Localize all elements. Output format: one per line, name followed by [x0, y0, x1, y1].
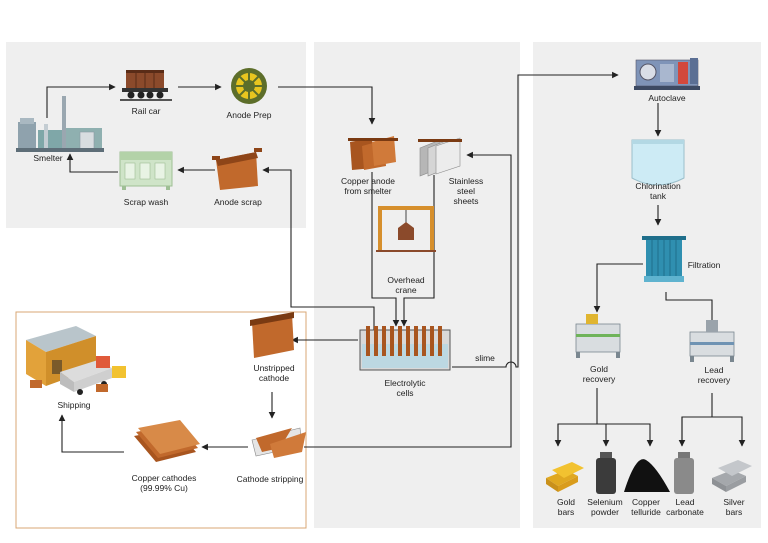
copper-telluride-label-1: Copper: [632, 497, 660, 507]
smelter-label: Smelter: [33, 153, 62, 163]
scrap-wash-label: Scrap wash: [124, 197, 169, 207]
lead-carbonate-label-1: Lead: [676, 497, 695, 507]
anode-scrap-icon: [212, 148, 262, 190]
rail-car-label: Rail car: [132, 106, 161, 116]
overhead-crane-icon: [376, 206, 436, 252]
gold-recovery-label-1: Gold: [590, 364, 608, 374]
chlorination-label-1: Chlorination: [635, 181, 681, 191]
labels: Smelter Rail car Anode Prep Scrap wash A…: [33, 93, 744, 517]
electrolytic-label-1: Electrolytic: [384, 378, 426, 388]
stainless-sheets-icon: [418, 137, 462, 177]
overhead-crane-label-2: crane: [395, 285, 417, 295]
selenium-powder-icon: [596, 452, 616, 494]
copper-cathodes-label-1: Copper cathodes: [132, 473, 197, 483]
chlorination-tank-icon: [631, 139, 685, 186]
lead-carbonate-icon: [674, 452, 694, 494]
stainless-label-1: Stainless: [449, 176, 484, 186]
copper-anode-icon: [348, 136, 398, 170]
shipping-label: Shipping: [57, 400, 90, 410]
shipping-warehouse-icon: [26, 326, 126, 395]
autoclave-icon: [634, 58, 700, 90]
filtration-icon: [642, 236, 686, 282]
lead-recovery-icon: [689, 320, 735, 362]
gold-bars-label-2: bars: [558, 507, 575, 517]
copper-anode-label-1: Copper anode: [341, 176, 395, 186]
copper-telluride-label-2: telluride: [631, 507, 661, 517]
stainless-label-2: steel: [457, 186, 475, 196]
scrap-wash-icon: [119, 151, 173, 190]
anode-scrap-label: Anode scrap: [214, 197, 262, 207]
silver-bars-label-2: bars: [726, 507, 743, 517]
overhead-crane-label-1: Overhead: [387, 275, 425, 285]
silver-bars-icon: [712, 460, 752, 492]
recovery-panel: [533, 42, 761, 528]
refinery-panel: [314, 42, 520, 528]
lead-recovery-label-2: recovery: [698, 375, 731, 385]
filtration-label: Filtration: [688, 260, 721, 270]
unstripped-label-2: cathode: [259, 373, 290, 383]
anode-prep-icon: [231, 68, 267, 104]
rail-car-icon: [120, 70, 172, 101]
selenium-label-2: powder: [591, 507, 619, 517]
cathode-stripping-label: Cathode stripping: [237, 474, 304, 484]
chlorination-label-2: tank: [650, 191, 667, 201]
copper-cathodes-label-2: (99.99% Cu): [140, 483, 188, 493]
cathode-stripping-icon: [251, 427, 306, 458]
copper-telluride-icon: [624, 459, 670, 492]
copper-anode-label-2: from smelter: [344, 186, 391, 196]
gold-bars-label-1: Gold: [557, 497, 575, 507]
lead-carbonate-label-2: carbonate: [666, 507, 704, 517]
slime-label: slime: [475, 353, 495, 363]
gold-bars-icon: [546, 462, 584, 492]
stainless-label-3: sheets: [453, 196, 478, 206]
silver-bars-label-1: Silver: [723, 497, 744, 507]
electrolytic-label-2: cells: [396, 388, 413, 398]
copper-cathodes-icon: [134, 420, 200, 462]
connectors: [46, 71, 746, 453]
unstripped-label-1: Unstripped: [253, 363, 294, 373]
lead-recovery-label-1: Lead: [705, 365, 724, 375]
gold-recovery-icon: [575, 314, 621, 358]
unstripped-cathode-icon: [250, 312, 294, 358]
gold-recovery-label-2: recovery: [583, 374, 616, 384]
autoclave-label: Autoclave: [648, 93, 686, 103]
smelter-icon: [16, 96, 104, 152]
anode-prep-label: Anode Prep: [227, 110, 272, 120]
electrolytic-cells-icon: [359, 326, 451, 371]
selenium-label-1: Selenium: [587, 497, 622, 507]
